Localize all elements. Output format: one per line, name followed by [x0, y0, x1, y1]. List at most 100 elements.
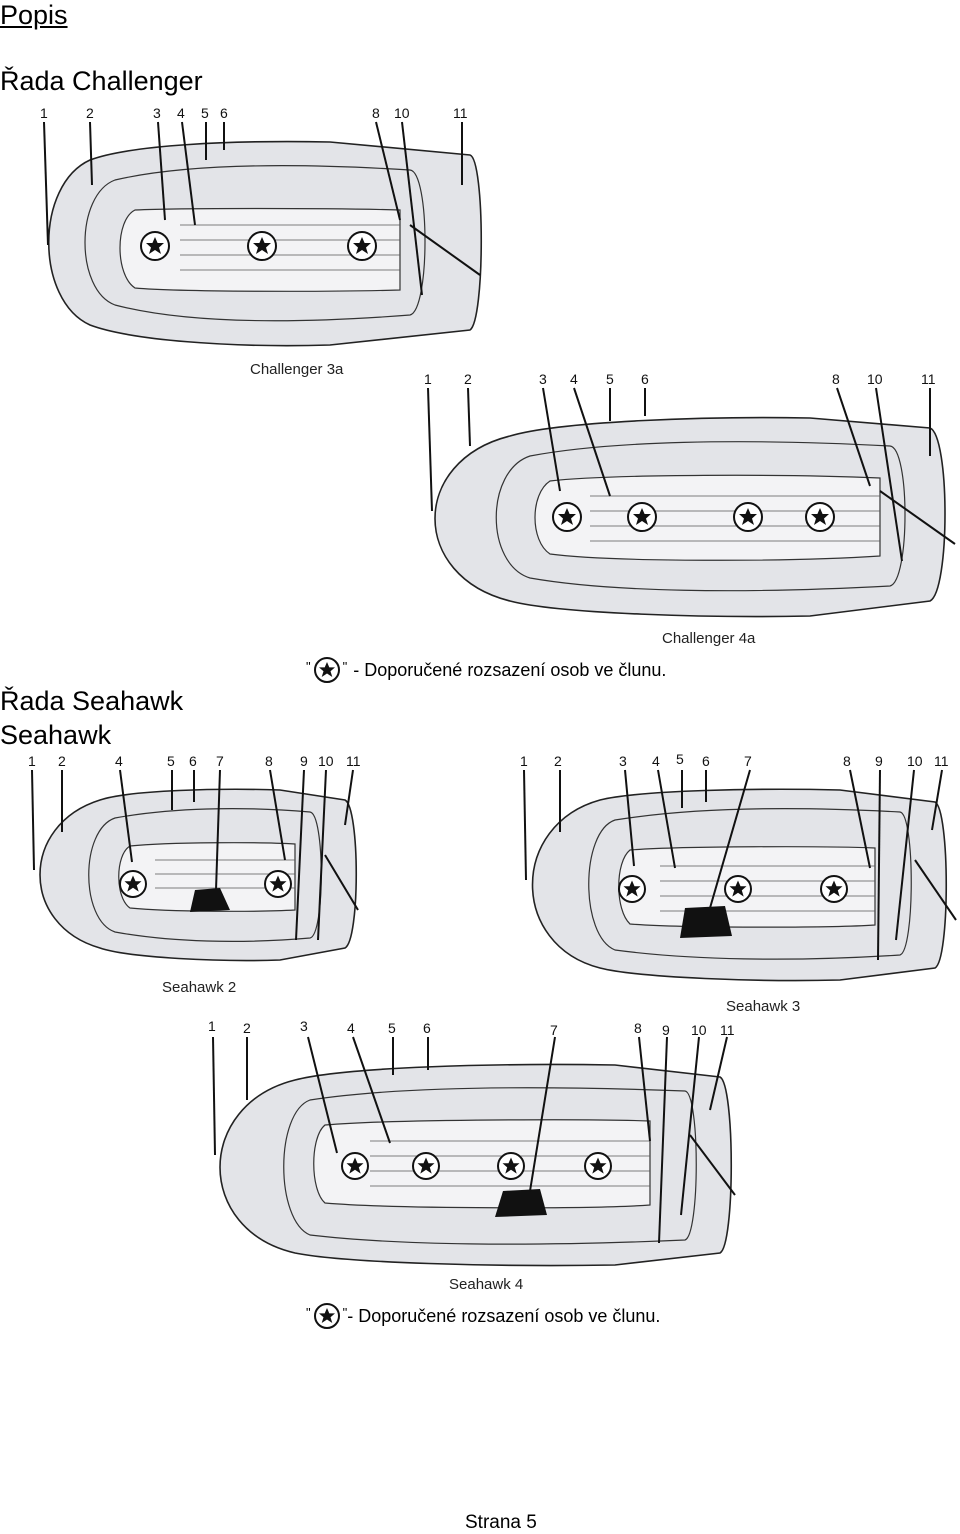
diagram-caption: Seahawk 4 [449, 1276, 524, 1293]
callout-label: 4 [115, 753, 123, 769]
callout-label: 1 [28, 753, 36, 769]
star-seat-icon [264, 870, 292, 898]
callout-label: 10 [318, 753, 334, 769]
callout-arrows [31, 769, 359, 941]
challenger-4a-diagram: 1 2 3 4 5 6 8 10 11 [424, 371, 956, 618]
legend-quote: " [342, 1304, 348, 1320]
boat-floor [534, 474, 881, 561]
legend-text: - Doporučené rozsazení osob ve člunu. [347, 1305, 661, 1326]
diagram-caption: Seahawk 2 [162, 979, 237, 996]
seahawk-4-diagram: 1 2 3 4 5 6 7 8 9 10 11 [208, 1018, 736, 1267]
callout-label: 11 [453, 105, 468, 121]
callout-label: 6 [702, 753, 710, 769]
callout-labels: 1 2 3 4 5 6 7 8 9 10 11 [520, 751, 949, 769]
star-seat-icon [313, 1303, 340, 1329]
challenger-3a-diagram: 1 2 3 4 5 6 8 10 11 [40, 105, 483, 347]
callout-label: 2 [243, 1020, 251, 1036]
seat-bench [190, 888, 230, 912]
legend-quote: " [306, 658, 311, 674]
seat-marks [552, 502, 835, 532]
callout-label: 1 [208, 1018, 216, 1034]
callout-label: 7 [744, 753, 752, 769]
callout-label: 11 [934, 753, 949, 769]
star-seat-icon [497, 1152, 525, 1180]
star-seat-icon [347, 231, 377, 261]
callout-label: 6 [189, 753, 197, 769]
callout-label: 5 [201, 105, 209, 121]
callout-label: 9 [875, 753, 883, 769]
seahawk-series-title: Řada Seahawk [0, 686, 184, 716]
callout-label: 11 [346, 753, 361, 769]
callout-label: 8 [634, 1020, 642, 1036]
callout-label: 10 [867, 371, 883, 387]
seahawk-2-diagram: 1 2 4 5 6 7 8 9 10 11 [28, 753, 361, 962]
seat-bench [680, 906, 732, 938]
callout-label: 5 [676, 751, 684, 767]
callout-labels: 1 2 3 4 5 6 7 8 9 10 11 [208, 1018, 735, 1038]
callout-label: 2 [464, 371, 472, 387]
callout-label: 3 [153, 105, 161, 121]
callout-label: 2 [86, 105, 94, 121]
section-title-link[interactable]: Popis [0, 0, 68, 30]
callout-labels: 1 2 3 4 5 6 8 10 11 [424, 371, 936, 387]
callout-label: 9 [662, 1022, 670, 1038]
callout-arrows [427, 387, 956, 562]
seat-marks [341, 1152, 612, 1180]
callout-label: 11 [720, 1022, 735, 1038]
star-seat-icon [313, 657, 340, 683]
seahawk-subtitle: Seahawk [0, 720, 112, 750]
callout-label: 7 [216, 753, 224, 769]
callout-label: 5 [388, 1020, 396, 1036]
seat-marks [119, 870, 292, 898]
callout-label: 8 [843, 753, 851, 769]
challenger-series-title: Řada Challenger [0, 66, 203, 96]
seating-legend: " " - Doporučené rozsazení osob ve člunu… [306, 656, 666, 684]
seat-marks [140, 231, 377, 261]
callout-label: 9 [300, 753, 308, 769]
star-seat-icon [412, 1152, 440, 1180]
diagram-caption: Seahawk 3 [726, 998, 801, 1015]
callout-label: 4 [652, 753, 660, 769]
seahawk-3-diagram: 1 2 3 4 5 6 7 8 9 10 11 [520, 751, 957, 982]
callout-label: 8 [832, 371, 840, 387]
callout-arrows [523, 769, 957, 961]
callout-label: 5 [167, 753, 175, 769]
callout-label: 4 [347, 1020, 355, 1036]
star-seat-icon [119, 870, 147, 898]
callout-label: 10 [907, 753, 923, 769]
callout-arrows [43, 121, 481, 296]
star-seat-icon [140, 231, 170, 261]
callout-label: 11 [921, 371, 936, 387]
callout-label: 3 [539, 371, 547, 387]
callout-label: 5 [606, 371, 614, 387]
callout-arrows [212, 1036, 736, 1244]
star-seat-icon [627, 502, 657, 532]
callout-label: 10 [394, 105, 410, 121]
callout-labels: 1 2 4 5 6 7 8 9 10 11 [28, 753, 361, 769]
callout-label: 8 [265, 753, 273, 769]
callout-label: 8 [372, 105, 380, 121]
callout-label: 10 [691, 1022, 707, 1038]
star-seat-icon [584, 1152, 612, 1180]
star-seat-icon [341, 1152, 369, 1180]
legend-quote: " [342, 658, 348, 674]
star-seat-icon [820, 875, 848, 903]
callout-label: 4 [177, 105, 185, 121]
star-seat-icon [724, 875, 752, 903]
callout-label: 1 [424, 371, 432, 387]
diagram-caption: Challenger 4a [662, 630, 756, 647]
seat-marks [618, 875, 848, 903]
callout-label: 4 [570, 371, 578, 387]
legend-quote: " [306, 1304, 311, 1320]
star-seat-icon [733, 502, 763, 532]
callout-labels: 1 2 3 4 5 6 8 10 11 [40, 105, 468, 121]
legend-text: - Doporučené rozsazení osob ve člunu. [353, 659, 667, 680]
callout-label: 6 [423, 1020, 431, 1036]
callout-label: 2 [554, 753, 562, 769]
callout-label: 1 [520, 753, 528, 769]
seating-legend: " " - Doporučené rozsazení osob ve člunu… [306, 1302, 660, 1330]
callout-label: 6 [641, 371, 649, 387]
callout-label: 2 [58, 753, 66, 769]
callout-label: 3 [300, 1018, 308, 1034]
page-number: Strana 5 [465, 1512, 537, 1533]
